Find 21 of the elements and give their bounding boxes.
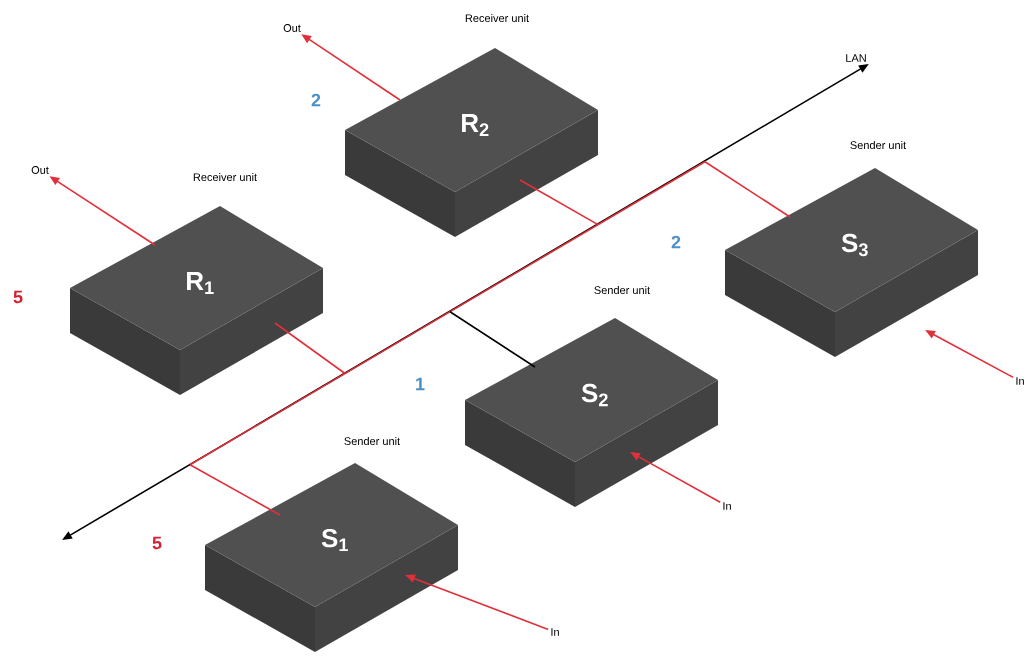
callout-number: 2 [311,93,321,107]
port-label: In [551,628,559,636]
port-label: In [723,502,731,510]
device-box: R$_{1}$ [70,206,323,395]
port-label: Out [283,24,301,32]
port-label: LAN [846,54,866,62]
unit-label: Receiver unit [465,13,529,23]
device-box: S$_{1}$ [205,463,458,652]
device-box: S$_{2}$ [465,318,718,507]
port-label: Out [31,166,49,174]
callout-number: 5 [13,290,23,304]
unit-label: Sender unit [344,436,401,446]
callout-number: 5 [152,536,162,550]
unit-label: Sender unit [850,140,907,150]
unit-label: Receiver unit [193,172,257,182]
unit-label: Sender unit [594,285,651,295]
callout-number: 2 [671,235,681,249]
device-box: R$_{2}$ [345,48,598,237]
port-label: In [1016,377,1024,385]
device-box: S$_{3}$ [725,168,978,357]
callout-number: 1 [416,377,425,391]
